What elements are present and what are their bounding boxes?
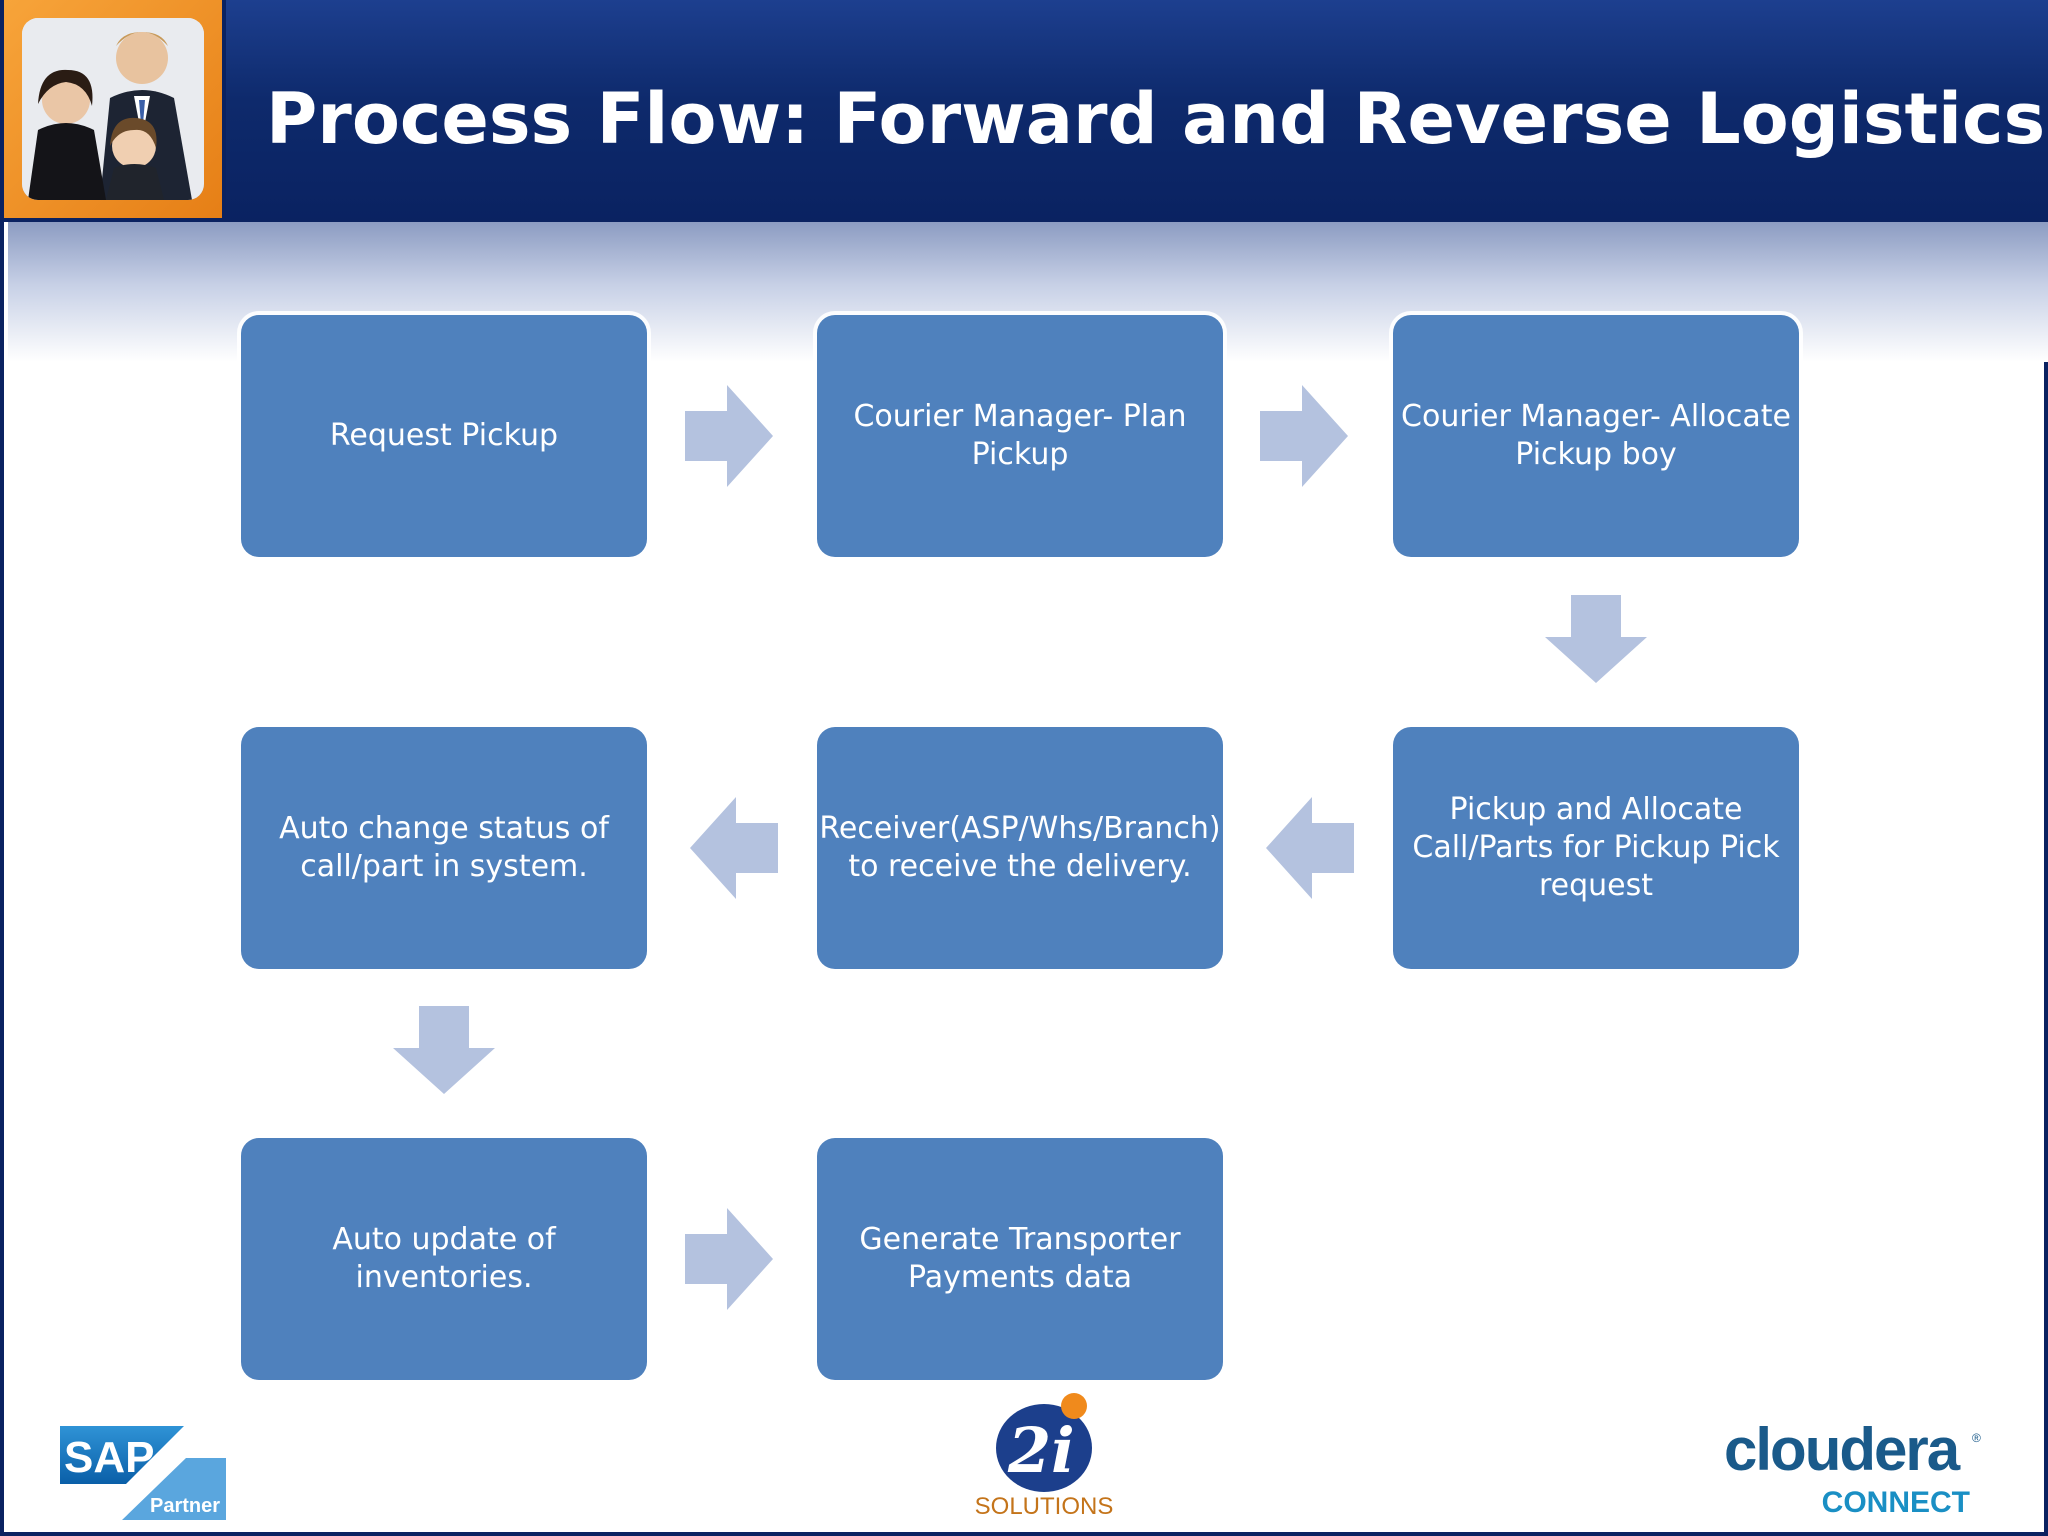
cloudera-connect-logo: cloudera ® CONNECT xyxy=(1724,1418,1981,1518)
svg-text:®: ® xyxy=(1972,1431,1981,1445)
arrow-right-icon xyxy=(685,385,773,487)
page-title: Process Flow: Forward and Reverse Logist… xyxy=(266,78,2046,160)
svg-text:SAP: SAP xyxy=(64,1433,154,1482)
svg-text:SOLUTIONS: SOLUTIONS xyxy=(975,1493,1114,1520)
svg-text:Partner: Partner xyxy=(150,1495,220,1517)
sap-partner-logo: SAP Partner xyxy=(60,1426,226,1520)
header-bar xyxy=(4,0,2048,222)
team-photo xyxy=(4,0,226,222)
step-label: Receiver(ASP/Whs/Branch) to receive the … xyxy=(819,811,1221,884)
step-label: Auto update of inventories. xyxy=(332,1222,556,1295)
step-receiver: Receiver(ASP/Whs/Branch) to receive the … xyxy=(817,727,1223,969)
arrow-left-icon xyxy=(690,797,778,899)
step-allocate-pickup-boy: Courier Manager- Allocate Pickup boy xyxy=(1393,315,1799,557)
step-label: Pickup and Allocate Call/Parts for Picku… xyxy=(1412,792,1780,903)
arrow-down-icon xyxy=(393,1006,495,1094)
step-label: Request Pickup xyxy=(329,418,559,453)
arrow-right-icon xyxy=(1260,385,1348,487)
arrow-left-icon xyxy=(1266,797,1354,899)
svg-text:2i: 2i xyxy=(1007,1414,1075,1487)
svg-text:CONNECT: CONNECT xyxy=(1822,1486,1970,1518)
step-auto-update-inventories: Auto update of inventories. xyxy=(241,1138,647,1380)
svg-text:cloudera: cloudera xyxy=(1724,1418,1961,1483)
step-label: Generate Transporter Payments data xyxy=(859,1222,1181,1295)
step-request-pickup: Request Pickup xyxy=(241,315,647,557)
arrow-down-icon xyxy=(1545,595,1647,683)
2i-solutions-logo: 2i SOLUTIONS xyxy=(975,1393,1114,1520)
step-label: Courier Manager- Allocate Pickup boy xyxy=(1401,399,1791,472)
step-plan-pickup: Courier Manager- Plan Pickup xyxy=(817,315,1223,557)
arrow-right-icon xyxy=(685,1208,773,1310)
step-generate-payments: Generate Transporter Payments data xyxy=(817,1138,1223,1380)
step-auto-change-status: Auto change status of call/part in syste… xyxy=(241,727,647,969)
step-label: Auto change status of call/part in syste… xyxy=(279,811,609,884)
step-label: Courier Manager- Plan Pickup xyxy=(853,399,1187,472)
team-photo-image xyxy=(22,18,204,200)
step-pickup-allocate: Pickup and Allocate Call/Parts for Picku… xyxy=(1393,727,1799,969)
